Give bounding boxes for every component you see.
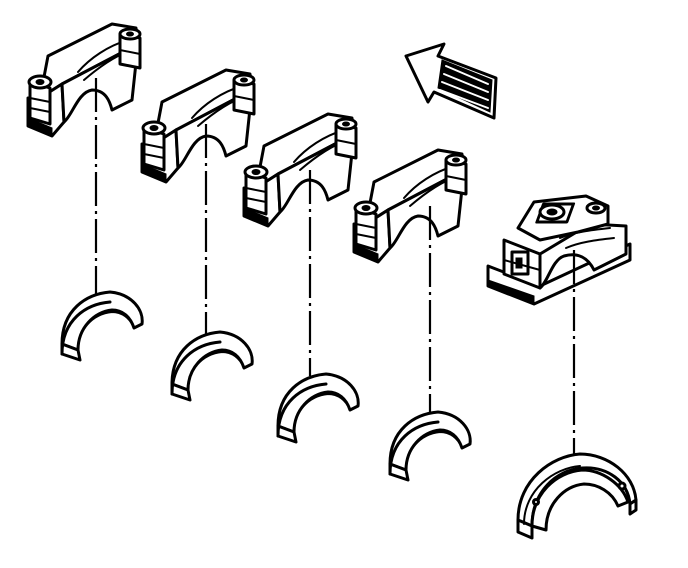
bearing-cap-1 xyxy=(26,22,142,138)
bearing-shell-3 xyxy=(276,372,360,444)
direction-arrow-icon xyxy=(404,42,498,120)
assembly-centerlines xyxy=(94,78,576,474)
bearing-shell-4 xyxy=(388,410,472,482)
bearing-cap-2 xyxy=(140,68,256,184)
bearing-shell-1 xyxy=(60,290,144,362)
bearing-shell-2 xyxy=(170,330,254,402)
bearing-shell-5 xyxy=(516,452,638,540)
bearing-cap-5 xyxy=(486,194,632,306)
bearing-cap-3 xyxy=(242,112,358,228)
bearing-cap-4 xyxy=(352,148,468,264)
